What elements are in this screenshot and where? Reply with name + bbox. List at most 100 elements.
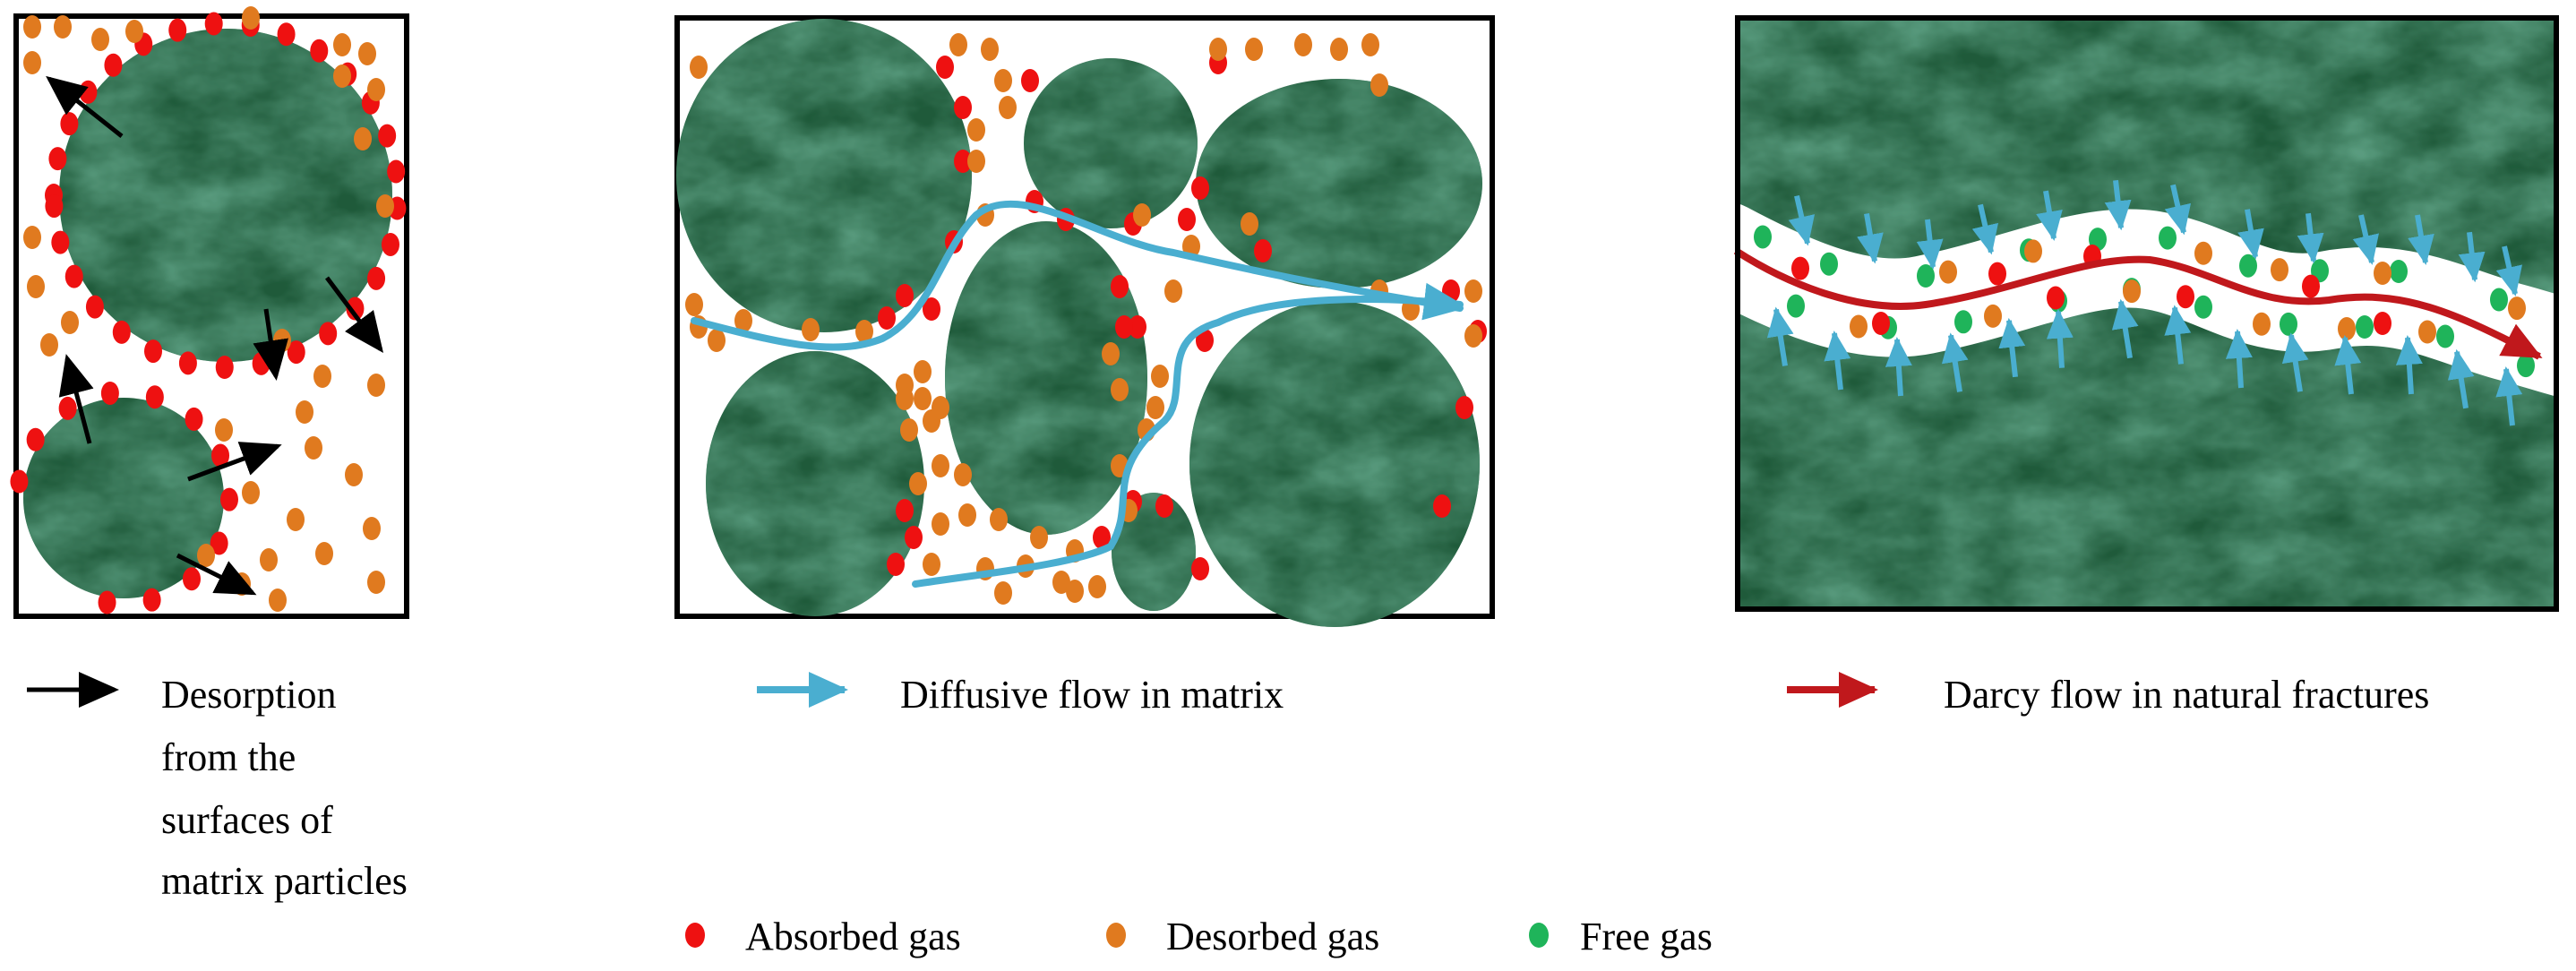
absorbed-gas-dot xyxy=(1191,176,1209,200)
desorbed-gas-dot xyxy=(954,463,972,486)
desorbed-gas-dot xyxy=(197,544,215,567)
desorbed-gas-dot xyxy=(23,51,41,74)
absorbed-gas-dot xyxy=(85,295,104,319)
absorbed-gas-dot xyxy=(1988,262,2006,286)
desorbed-gas-dot xyxy=(1464,324,1482,348)
absorbed-gas-dot xyxy=(936,56,954,79)
inflow-arrow xyxy=(2458,231,2486,283)
desorbed-gas-dot xyxy=(967,150,985,173)
inflow-arrow xyxy=(2495,366,2523,426)
desorbed-gas-dot xyxy=(2374,262,2391,285)
absorbed-gas-dot xyxy=(277,22,296,47)
inflow-arrow xyxy=(2036,190,2063,242)
absorbed-gas-dot xyxy=(1455,396,1473,419)
desorbed-gas-dot xyxy=(1984,304,2002,328)
absorbed-gas-dot xyxy=(168,18,187,42)
desorbed-gas-dot xyxy=(1370,73,1388,97)
desorbed-gas-dot xyxy=(345,463,363,486)
absorbed-gas-dot xyxy=(887,553,905,576)
desorbed-gas-dot xyxy=(2508,296,2526,321)
absorbed-gas-dot xyxy=(1442,279,1460,303)
desorbed-gas-dot xyxy=(949,33,967,56)
free-gas-dot xyxy=(1787,294,1805,318)
desorbed-gas-dot xyxy=(2271,258,2288,282)
absorbed-gas-dot xyxy=(1433,494,1451,518)
matrix-texture xyxy=(1196,79,1482,288)
inflow-arrow xyxy=(1885,337,1912,397)
inflow-arrow xyxy=(2281,332,2309,392)
desorbed-gas-dot xyxy=(333,33,351,56)
inflow-arrow xyxy=(1941,332,1969,392)
absorbed-gas-dot xyxy=(64,264,83,288)
inflow-arrow xyxy=(1998,317,2026,378)
absorbed-gas-dot xyxy=(1196,329,1214,352)
desorbed-gas-dot xyxy=(1133,203,1151,227)
absorbed-gas-dot xyxy=(896,284,914,307)
free-gas-dot xyxy=(1820,252,1838,276)
absorbed-gas-dot xyxy=(1791,256,1809,280)
desorbed-gas-dot xyxy=(273,329,291,352)
inflow-arrow xyxy=(2237,209,2264,260)
desorbed-gas-dot xyxy=(367,78,385,101)
inflow-arrow xyxy=(1916,219,1944,270)
desorbed-gas-dot xyxy=(932,396,949,419)
desorbed-gas-dot xyxy=(242,6,260,30)
absorbed-gas-dot xyxy=(923,297,940,321)
desorbed-gas-dot xyxy=(1361,33,1379,56)
desorbed-gas-label: Desorbed gas xyxy=(1166,915,1379,958)
desorbed-gas-dot xyxy=(1294,33,1312,56)
desorbed-gas-dot xyxy=(296,400,313,424)
inflow-arrow xyxy=(2447,348,2475,409)
inflow-arrow xyxy=(1766,306,1794,366)
absorbed-gas-dot xyxy=(104,53,123,77)
absorbed-gas-dot xyxy=(215,355,234,379)
desorbed-gas-dot xyxy=(91,28,109,51)
free-gas-dot xyxy=(2436,324,2454,348)
desorbed-gas-dot xyxy=(1209,38,1227,61)
desorbed-gas-dot xyxy=(358,42,376,65)
absorbed-gas-dot xyxy=(145,385,164,409)
absorbed-gas-dot xyxy=(51,230,70,254)
desorbed-gas-dot xyxy=(354,127,372,150)
absorbed-gas-dot xyxy=(1254,239,1272,262)
free-gas-label: Free gas xyxy=(1580,915,1713,958)
inflow-arrow xyxy=(2104,179,2132,231)
absorbed-gas-dot xyxy=(178,351,197,375)
desorbed-gas-dot xyxy=(981,38,999,61)
matrix-texture xyxy=(1112,493,1196,611)
free-gas-dot xyxy=(2159,226,2177,250)
desorbed-gas-dot xyxy=(900,418,918,442)
desorbed-gas-dot xyxy=(2418,320,2436,344)
desorbed-gas-dot xyxy=(999,96,1017,119)
desorbed-gas-dot xyxy=(690,56,708,79)
absorbed-gas-dot xyxy=(58,396,77,420)
gas-molecules xyxy=(10,6,407,614)
free-gas-dot xyxy=(2239,253,2257,278)
panel-diffusive xyxy=(674,15,1495,627)
inflow-arrow xyxy=(2164,184,2192,236)
desorbed-gas-dot xyxy=(376,194,394,218)
absorbed-gas-dot xyxy=(1093,526,1111,549)
desorbed-gas-dot xyxy=(23,226,41,249)
inflow-arrow xyxy=(2225,329,2253,389)
absorbed-gas-dot xyxy=(378,124,397,148)
panel-desorption xyxy=(10,6,409,619)
desorbed-gas-dot xyxy=(1066,580,1084,603)
legend-desorption-line2: from the xyxy=(161,735,296,779)
desorbed-gas-dot xyxy=(932,454,949,477)
desorbed-gas-dot xyxy=(2338,317,2356,340)
matrix-texture xyxy=(706,351,924,616)
inflow-arrow xyxy=(2495,245,2523,296)
matrix-texture xyxy=(1024,58,1198,228)
desorbed-gas-dot xyxy=(1164,279,1182,303)
absorbed-gas-dot xyxy=(387,159,406,184)
absorbed-gas-dot xyxy=(381,232,399,256)
absorbed-gas-dot xyxy=(10,469,29,494)
inflow-arrow xyxy=(2297,212,2324,264)
desorbed-gas-dot xyxy=(1850,314,1868,339)
diffusive-flow-paths xyxy=(691,200,1464,588)
absorbed-gas-dot xyxy=(954,150,972,173)
absorbed-gas-dot xyxy=(210,531,228,555)
inflow-arrows xyxy=(1766,179,2523,426)
